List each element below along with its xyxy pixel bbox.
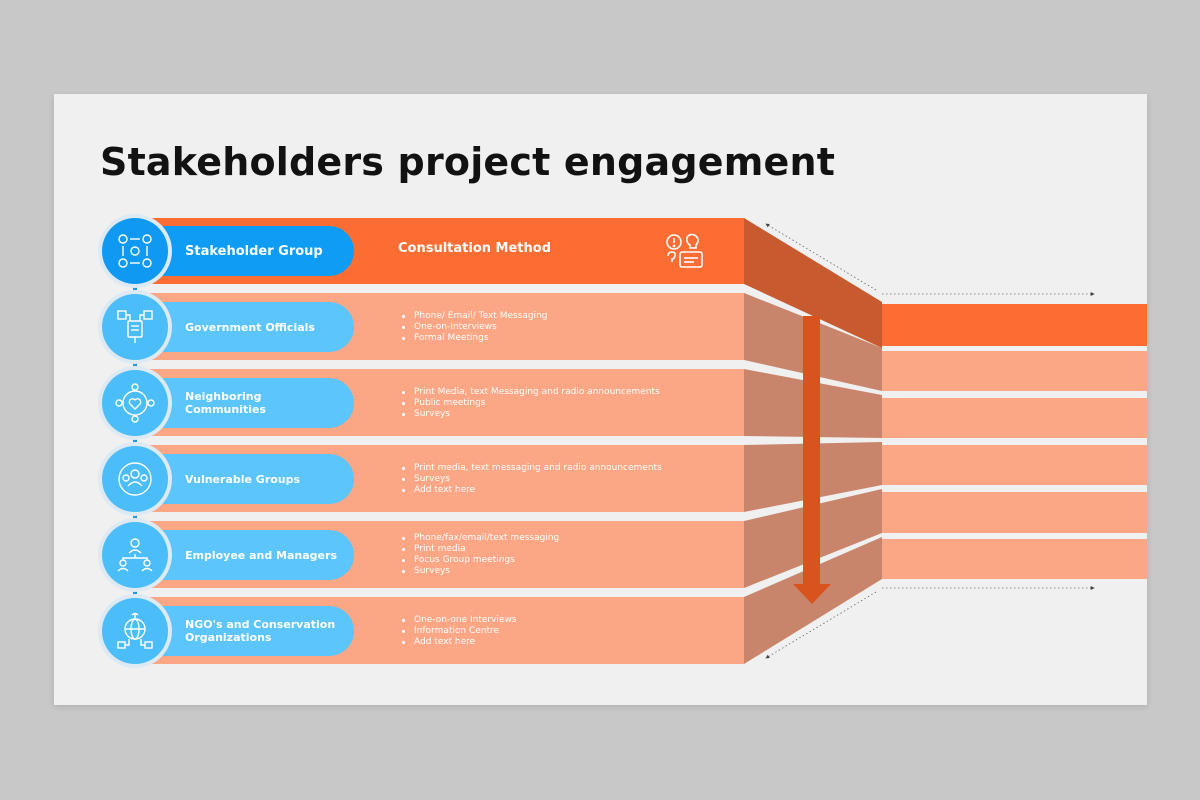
method-item: Surveys (400, 474, 662, 485)
row-band-tail (882, 445, 1147, 485)
down-arrow-head (793, 584, 831, 604)
slide: Stakeholders project engagement (54, 94, 1147, 705)
team-hierarchy-icon (102, 522, 168, 588)
header-band-side (744, 218, 882, 348)
row-band-tail (882, 351, 1147, 391)
guide-line-lower-diagonal (765, 591, 877, 659)
down-arrow-shaft (803, 316, 820, 586)
stakeholder-pill: Neighboring Communities (148, 378, 354, 428)
method-item: Print media, text messaging and radio an… (400, 463, 662, 474)
method-item: Surveys (400, 566, 559, 577)
stakeholder-pill: Employee and Managers (148, 530, 354, 580)
method-item: Public meetings (400, 398, 660, 409)
stakeholder-group-label: NGO's and Conservation Organizations (185, 618, 336, 644)
consultation-methods-list: Print media, text messaging and radio an… (400, 463, 662, 496)
row-band-tail (882, 398, 1147, 438)
globe-network-icon (102, 598, 168, 664)
method-item: One-on-Interviews (400, 322, 548, 333)
stakeholder-pill: Government Officials (148, 302, 354, 352)
method-item: One-on-one Interviews (400, 615, 517, 626)
method-item: Add text here (400, 637, 517, 648)
method-item: Surveys (400, 409, 660, 420)
header-pill: Stakeholder Group (148, 226, 354, 276)
stakeholder-group-label: Vulnerable Groups (185, 472, 301, 486)
stakeholder-group-label: Government Officials (185, 320, 315, 334)
method-item: Focus Group meetings (400, 555, 559, 566)
documents-hierarchy-icon (102, 294, 168, 360)
method-item: Phone/fax/email/text messaging (400, 533, 559, 544)
consultation-method-header: Consultation Method (398, 241, 552, 256)
guide-line-upper-diagonal (765, 223, 877, 291)
stakeholder-pill: NGO's and Conservation Organizations (148, 606, 354, 656)
method-item: Formal Meetings (400, 333, 548, 344)
stakeholder-group-label: Neighboring Communities (185, 390, 267, 416)
method-item: Add text here (400, 485, 662, 496)
header-band-tail (882, 304, 1147, 346)
consultation-methods-list: One-on-one Interviews Information Centre… (400, 615, 517, 648)
method-item: Information Centre (400, 626, 517, 637)
method-item: Phone/ Email/ Text Messaging (400, 311, 548, 322)
row-band-tail (882, 492, 1147, 533)
stakeholder-group-header: Stakeholder Group (185, 243, 323, 259)
people-circle-icon (102, 446, 168, 512)
consultation-methods-list: Phone/ Email/ Text Messaging One-on-Inte… (400, 311, 548, 344)
row-band-tail (882, 539, 1147, 579)
stakeholder-network-icon (102, 218, 168, 284)
consultation-methods-list: Phone/fax/email/text messaging Print med… (400, 533, 559, 577)
stakeholder-group-label: Employee and Managers (185, 548, 337, 562)
community-heart-icon (102, 370, 168, 436)
method-item: Print media (400, 544, 559, 555)
page-title: Stakeholders project engagement (100, 140, 836, 184)
consultation-chat-icon (666, 233, 703, 268)
method-item: Print Media, text Messaging and radio an… (400, 387, 660, 398)
stakeholder-pill: Vulnerable Groups (148, 454, 354, 504)
consultation-methods-list: Print Media, text Messaging and radio an… (400, 387, 660, 420)
